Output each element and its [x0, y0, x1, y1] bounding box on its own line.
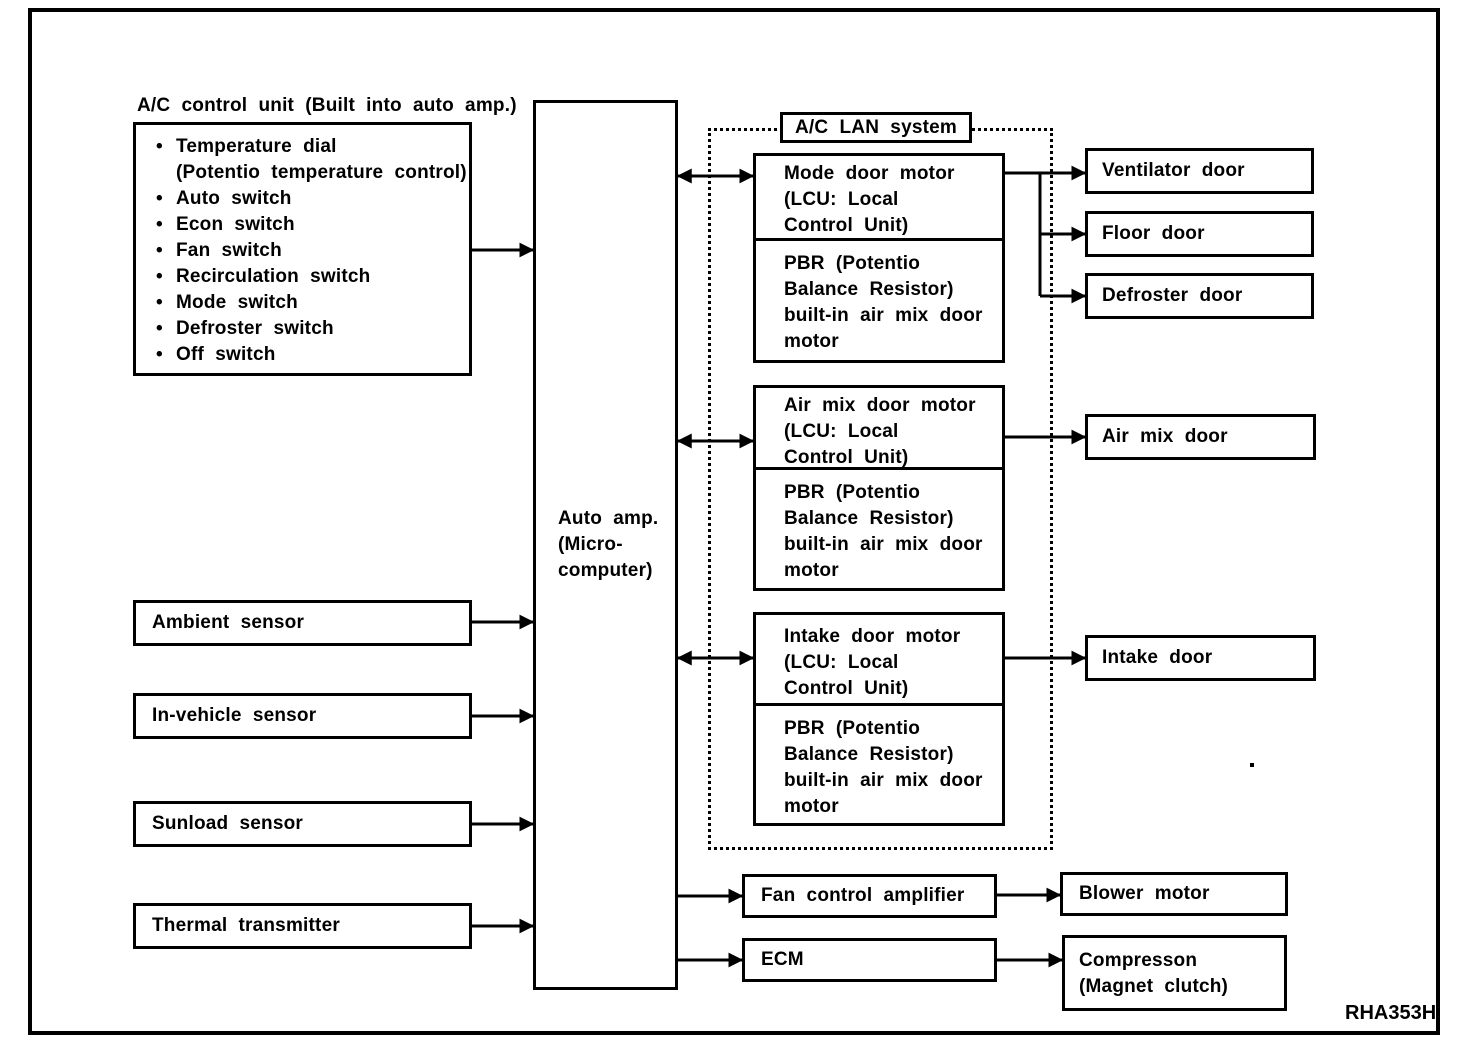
air-mix-motor-line: Control Unit)	[784, 447, 909, 468]
air-mix-door-box: Air mix door	[1085, 414, 1316, 460]
compressor-label-line: (Magnet clutch)	[1079, 976, 1229, 997]
control-unit-item: Econ switch	[152, 212, 463, 238]
mode-door-motor-block: Mode door motor (LCU: Local Control Unit…	[753, 153, 1005, 363]
lan-system-label-box: A/C LAN system	[780, 112, 972, 143]
in-vehicle-sensor-label: In-vehicle sensor	[152, 705, 317, 726]
ambient-sensor-box: Ambient sensor	[133, 600, 472, 646]
control-unit-box: Temperature dial (Potentio temperature c…	[133, 122, 472, 376]
air-mix-motor-line: (LCU: Local	[784, 421, 899, 442]
mode-door-pbr-line: built-in air mix door	[784, 305, 983, 326]
ambient-sensor-label: Ambient sensor	[152, 612, 305, 633]
ventilator-door-box: Ventilator door	[1085, 148, 1314, 194]
compressor-label-line: Compresson	[1079, 950, 1198, 971]
auto-amp-box: Auto amp. (Micro- computer)	[533, 100, 678, 990]
ecm-label: ECM	[761, 949, 804, 970]
mode-door-pbr-line: motor	[784, 331, 839, 352]
scan-artifact-dot	[1250, 763, 1254, 767]
intake-door-box: Intake door	[1085, 635, 1316, 681]
control-unit-item: Recirculation switch	[152, 264, 463, 290]
intake-motor-line: Intake door motor	[784, 626, 961, 647]
intake-pbr-line: PBR (Potentio	[784, 718, 921, 739]
auto-amp-label-line: (Micro-	[558, 534, 623, 555]
control-unit-item: Temperature dial	[152, 134, 463, 160]
figure-reference-code: RHA353H	[1345, 1002, 1437, 1024]
air-mix-pbr-line: built-in air mix door	[784, 534, 983, 555]
intake-pbr-line: built-in air mix door	[784, 770, 983, 791]
blower-motor-label: Blower motor	[1079, 883, 1210, 904]
compressor-box: Compresson (Magnet clutch)	[1062, 935, 1287, 1011]
air-mix-door-motor-block: Air mix door motor (LCU: Local Control U…	[753, 385, 1005, 591]
control-unit-item: Auto switch	[152, 186, 463, 212]
control-unit-item: Off switch	[152, 342, 463, 368]
fan-control-amplifier-box: Fan control amplifier	[742, 874, 997, 918]
auto-amp-label-line: Auto amp.	[558, 508, 659, 529]
mode-door-motor-line: Control Unit)	[784, 215, 909, 236]
defroster-door-label: Defroster door	[1102, 285, 1243, 306]
control-unit-title: A/C control unit (Built into auto amp.)	[137, 95, 517, 116]
air-mix-pbr-line: motor	[784, 560, 839, 581]
ecm-box: ECM	[742, 938, 997, 982]
auto-amp-label-line: computer)	[558, 560, 653, 581]
intake-motor-line: (LCU: Local	[784, 652, 899, 673]
mode-door-motor-line: Mode door motor	[784, 163, 955, 184]
thermal-transmitter-label: Thermal transmitter	[152, 915, 340, 936]
intake-motor-line: Control Unit)	[784, 678, 909, 699]
in-vehicle-sensor-box: In-vehicle sensor	[133, 693, 472, 739]
sunload-sensor-label: Sunload sensor	[152, 813, 304, 834]
outer-frame	[28, 8, 1440, 1035]
defroster-door-box: Defroster door	[1085, 273, 1314, 319]
air-mix-pbr-line: Balance Resistor)	[784, 508, 954, 529]
air-mix-motor-line: Air mix door motor	[784, 395, 976, 416]
floor-door-label: Floor door	[1102, 223, 1205, 244]
mode-door-pbr-line: PBR (Potentio	[784, 253, 921, 274]
control-unit-item: Fan switch	[152, 238, 463, 264]
intake-door-motor-block: Intake door motor (LCU: Local Control Un…	[753, 612, 1005, 826]
mode-door-motor-line: (LCU: Local	[784, 189, 899, 210]
intake-pbr-line: motor	[784, 796, 839, 817]
air-mix-door-label: Air mix door	[1102, 426, 1228, 447]
control-unit-item: Defroster switch	[152, 316, 463, 342]
control-unit-item: Mode switch	[152, 290, 463, 316]
mode-door-pbr-line: Balance Resistor)	[784, 279, 954, 300]
sunload-sensor-box: Sunload sensor	[133, 801, 472, 847]
ventilator-door-label: Ventilator door	[1102, 160, 1245, 181]
blower-motor-box: Blower motor	[1060, 872, 1288, 916]
lan-system-label: A/C LAN system	[794, 117, 958, 138]
fan-control-amplifier-label: Fan control amplifier	[761, 885, 965, 906]
intake-door-label: Intake door	[1102, 647, 1213, 668]
thermal-transmitter-box: Thermal transmitter	[133, 903, 472, 949]
control-unit-item-sub: (Potentio temperature control)	[176, 162, 467, 183]
floor-door-box: Floor door	[1085, 211, 1314, 257]
air-mix-pbr-line: PBR (Potentio	[784, 482, 921, 503]
intake-pbr-line: Balance Resistor)	[784, 744, 954, 765]
